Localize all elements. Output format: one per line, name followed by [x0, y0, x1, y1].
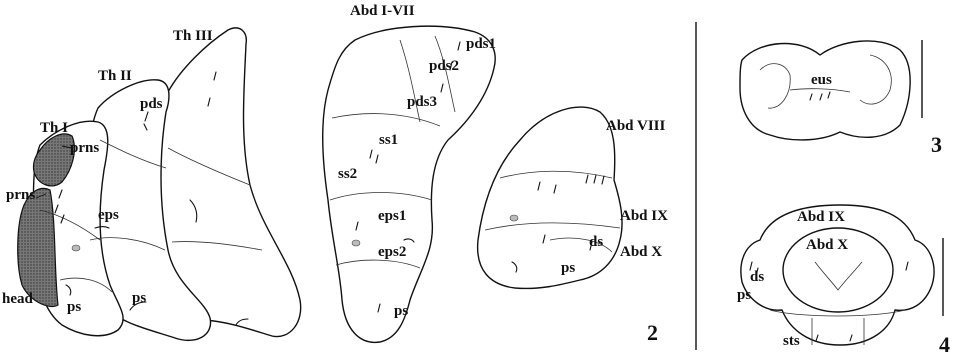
label-sts: sts — [783, 333, 800, 349]
label-abd-ix-fig2: Abd IX — [620, 208, 668, 224]
label-ps-fig1-b: ps — [132, 290, 146, 306]
label-pds-fig1: pds — [140, 96, 163, 112]
label-ps-fig4: ps — [737, 287, 751, 303]
label-pds1: pds1 — [466, 36, 496, 52]
fig3-outline — [740, 41, 910, 140]
figure-number-2: 2 — [647, 320, 658, 345]
label-ds-fig2: ds — [589, 234, 603, 250]
label-abd-ix-fig4: Abd IX — [797, 209, 845, 225]
fig2-abdomen-i-vii — [323, 26, 495, 342]
label-ss2: ss2 — [338, 166, 357, 182]
label-abd-i-vii: Abd I-VII — [350, 3, 415, 19]
label-th3: Th III — [173, 28, 213, 44]
label-th1: Th I — [40, 120, 68, 136]
label-ps-fig1-a: ps — [67, 299, 81, 315]
fig3-ventral — [740, 40, 922, 140]
label-eps2: eps2 — [378, 244, 406, 260]
label-abd-viii: Abd VIII — [606, 118, 666, 134]
label-eps-fig1: eps — [98, 207, 119, 223]
label-eus: eus — [811, 72, 832, 88]
fig1-thorax — [18, 28, 301, 340]
head-shading — [18, 188, 58, 306]
label-ss1: ss1 — [379, 132, 398, 148]
label-prns-upper: prns — [70, 140, 99, 156]
label-ds-fig4: ds — [750, 269, 764, 285]
label-head: head — [2, 291, 34, 307]
label-ps-fig2-b: ps — [561, 260, 575, 276]
label-pds3: pds3 — [407, 94, 437, 110]
label-th2: Th II — [98, 68, 132, 84]
abd-viii-x-outline — [478, 107, 622, 288]
label-eps1: eps1 — [378, 208, 406, 224]
fig2-abdomen-viii-x — [478, 107, 622, 288]
figure-number-3: 3 — [931, 132, 942, 157]
label-prns-lower: prns — [6, 187, 35, 203]
label-ps-fig2-a: ps — [394, 303, 408, 319]
label-pds2: pds2 — [429, 58, 459, 74]
label-abd-x-fig2: Abd X — [620, 244, 662, 260]
label-abd-x-fig4: Abd X — [806, 237, 848, 253]
fig4-posterior — [741, 205, 943, 345]
figure-number-4: 4 — [939, 332, 950, 357]
